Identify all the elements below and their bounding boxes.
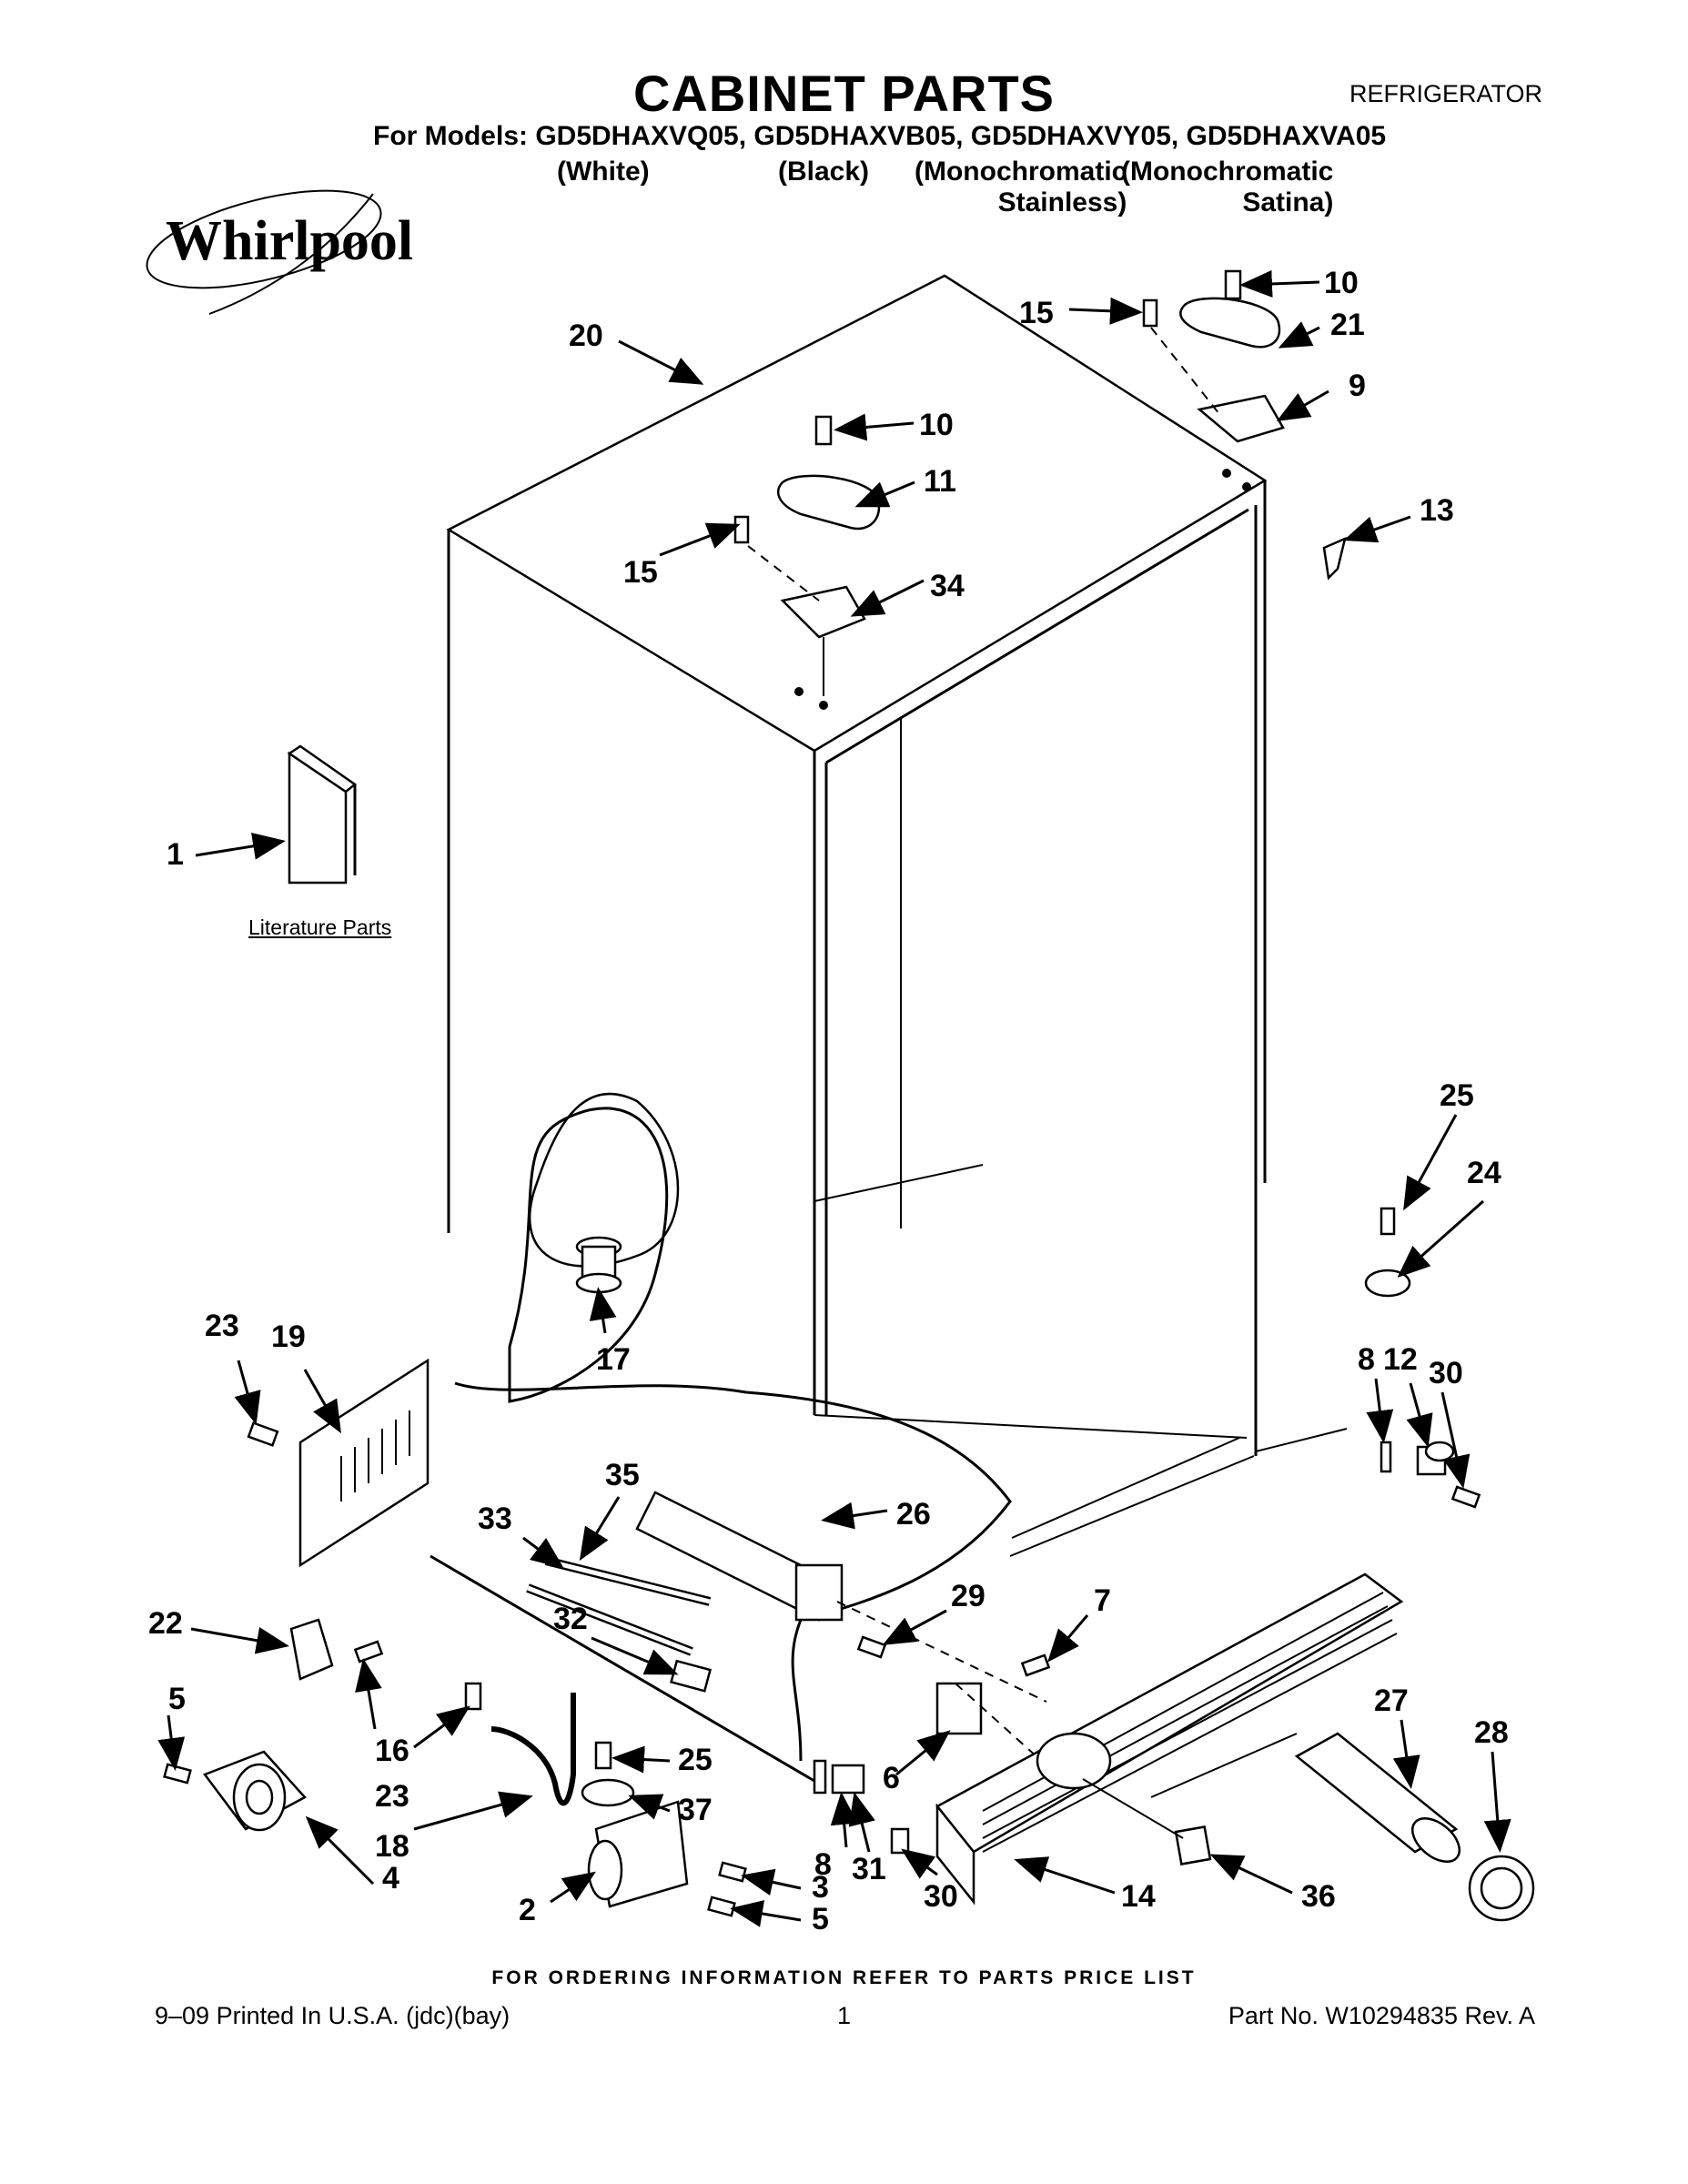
part-number: Part No. W10294835 Rev. A — [1228, 2002, 1535, 2029]
grille — [298, 1358, 430, 1568]
ordering-note: FOR ORDERING INFORMATION REFER TO PARTS … — [491, 1967, 1197, 1988]
whirlpool-logo-swirl — [146, 189, 382, 315]
callout-23b: 23 — [375, 1779, 409, 1814]
callout-16: 16 — [375, 1734, 409, 1768]
leveler-plate-37 — [581, 1778, 635, 1807]
screw-7 — [1020, 1653, 1051, 1677]
callout-17: 17 — [596, 1342, 631, 1377]
callout-5b: 5 — [812, 1902, 829, 1936]
callout-32: 32 — [553, 1602, 588, 1636]
literature-parts-label: Literature Parts — [248, 915, 392, 939]
bracket-8-center — [813, 1759, 827, 1795]
callout-15b: 15 — [1019, 296, 1054, 330]
callout-11: 11 — [924, 464, 956, 499]
hinge-cover-clip — [1322, 536, 1347, 581]
water-line — [490, 1693, 576, 1806]
screw-16 — [353, 1640, 384, 1663]
screw-30-right — [1450, 1485, 1481, 1509]
connector — [670, 1659, 713, 1693]
screw-30-center — [890, 1827, 910, 1855]
screw-25-center — [594, 1741, 612, 1770]
callout-26: 26 — [896, 1497, 931, 1532]
callout-2: 2 — [519, 1893, 536, 1927]
water-filter — [1294, 1732, 1461, 1863]
top-hinge-right — [1142, 269, 1285, 491]
category-label: REFRIGERATOR — [1349, 80, 1542, 107]
callout-6: 6 — [883, 1761, 900, 1795]
model-color-black: (Black) — [778, 157, 870, 187]
page-title: CABINET PARTS — [632, 65, 1056, 122]
models-line: For Models: GD5DHAXVQ05, GD5DHAXVB05, GD… — [373, 121, 1387, 151]
drain-fitting — [575, 1236, 622, 1294]
base-grille — [935, 1572, 1404, 1906]
filter-cap — [1468, 1855, 1535, 1922]
roller-assembly-4 — [203, 1750, 307, 1832]
model-color-white: (White) — [557, 157, 650, 187]
callout-37: 37 — [678, 1793, 713, 1827]
callout-20: 20 — [569, 318, 603, 353]
cabinet-shell — [430, 274, 1348, 1785]
callout-13: 13 — [1420, 493, 1454, 528]
callout-3: 3 — [812, 1870, 829, 1905]
cutaway-region — [528, 1092, 680, 1268]
callout-1: 1 — [167, 837, 184, 872]
callout-8b: 8 — [814, 1847, 832, 1882]
screw-25-right — [1380, 1207, 1396, 1236]
callout-29: 29 — [951, 1579, 986, 1613]
screw-23-left — [247, 1421, 279, 1447]
screw-29 — [856, 1635, 887, 1659]
callout-8a: 8 — [1358, 1342, 1375, 1377]
screw-5-left — [163, 1763, 192, 1785]
filter-clip-36 — [1174, 1825, 1212, 1866]
bracket-8-right — [1380, 1441, 1392, 1473]
screw-5-bottom — [707, 1896, 736, 1917]
bottom-hinge-2 — [587, 1800, 689, 1908]
bracket-6 — [935, 1682, 983, 1735]
print-info: 9–09 Printed In U.S.A. (jdc)(bay) — [155, 2002, 510, 2029]
callout-36: 36 — [1301, 1879, 1336, 1914]
screw-3 — [718, 1861, 747, 1883]
callout-31: 31 — [852, 1852, 886, 1886]
whirlpool-logo: Whirlpool — [166, 210, 414, 272]
callout-35: 35 — [605, 1458, 640, 1492]
callout-34: 34 — [930, 569, 965, 603]
callout-10a: 10 — [919, 408, 954, 442]
callout-30a: 30 — [1429, 1356, 1463, 1390]
drain-tubes — [526, 1491, 844, 1656]
callout-24: 24 — [1467, 1156, 1501, 1190]
callout-4: 4 — [382, 1861, 399, 1896]
callout-22: 22 — [148, 1606, 183, 1641]
callout-28: 28 — [1474, 1715, 1509, 1750]
screw-23-center — [464, 1682, 482, 1711]
callout-9: 9 — [1349, 369, 1366, 403]
callout-14: 14 — [1121, 1879, 1156, 1914]
callout-12: 12 — [1383, 1342, 1418, 1377]
callout-18: 18 — [375, 1829, 409, 1864]
callout-7: 7 — [1094, 1583, 1111, 1618]
literature-booklet — [287, 744, 358, 885]
model-color-mono-stainless: (Monochromatic Stainless) — [915, 157, 1127, 217]
leader-lines — [157, 269, 1511, 1927]
callout-labels: 1 20 10 11 15 34 15 10 21 9 13 17 23 19 … — [148, 266, 1509, 1936]
roller-31 — [831, 1764, 865, 1795]
callout-5a: 5 — [168, 1682, 186, 1716]
callout-10b: 10 — [1324, 266, 1359, 300]
callout-21: 21 — [1330, 308, 1365, 342]
callout-33: 33 — [478, 1502, 512, 1536]
roller-12 — [1416, 1441, 1455, 1476]
callout-30b: 30 — [924, 1879, 958, 1914]
callout-27: 27 — [1374, 1684, 1409, 1718]
callout-15a: 15 — [623, 555, 658, 590]
callout-23a: 23 — [205, 1309, 239, 1343]
model-color-mono-satina: (Monochromatic Satina) — [1121, 157, 1334, 217]
bracket-22 — [289, 1618, 334, 1681]
callout-25b: 25 — [678, 1743, 713, 1777]
callout-19: 19 — [271, 1320, 306, 1354]
callout-25a: 25 — [1440, 1078, 1474, 1113]
page-number: 1 — [836, 2002, 852, 2029]
